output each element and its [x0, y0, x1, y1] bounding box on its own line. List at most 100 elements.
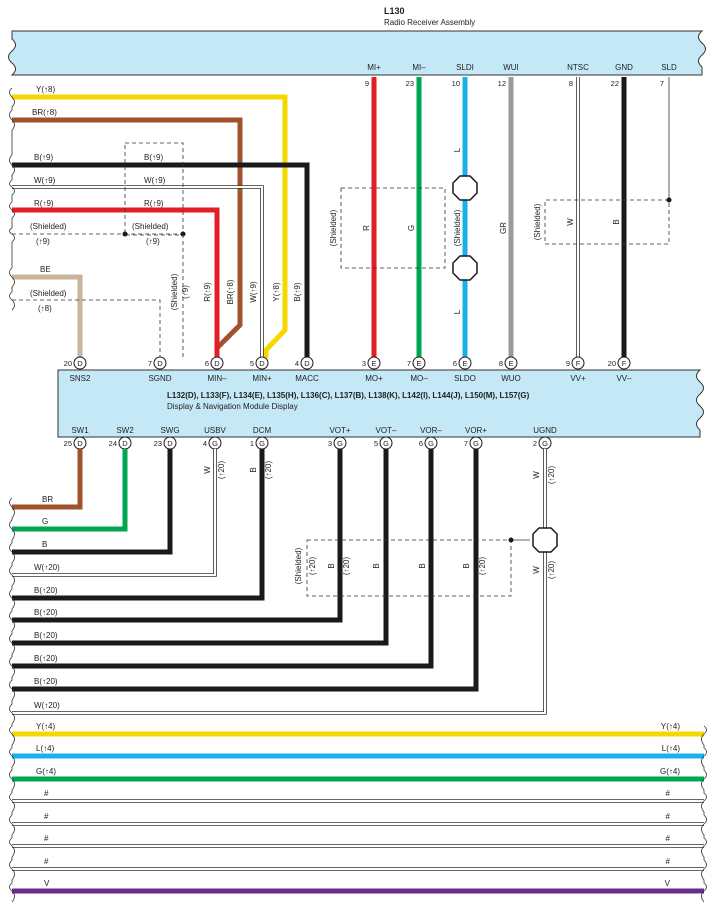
pin-conn-usbv: G: [212, 439, 218, 448]
label-r9: R(↑9): [34, 199, 54, 208]
wire-w9: [12, 186, 263, 358]
pin-circle-sgnd: [153, 356, 167, 370]
pin-name-macc: MACC: [295, 374, 319, 383]
left-bottom-labels: BR G B W(↑20) B(↑20) B(↑20) B(↑20) B(↑20…: [34, 495, 60, 710]
pin-num-wui: 12: [498, 79, 506, 88]
through-label-right: V: [665, 879, 671, 888]
label-bottom-wire: W(↑20): [34, 701, 60, 710]
label-inner-b9: B(↑9): [144, 153, 163, 162]
wire-b9: [12, 162, 310, 358]
label-ugnd-ref2: (↑20): [547, 561, 556, 580]
wire-vor-minus: [12, 449, 434, 669]
through-label-left: V: [44, 879, 50, 888]
pin-circle-wuo: [504, 356, 518, 370]
pin-num-vor-minus: 6: [419, 439, 423, 448]
left-break-marks-bottom: [9, 497, 15, 903]
label-w9: W(↑9): [34, 176, 56, 185]
wire-usbv: [12, 449, 216, 576]
pin-num-mo-plus: 3: [362, 359, 366, 368]
label-inner-r9: R(↑9): [144, 199, 164, 208]
pin-conn-vv-minus: F: [622, 359, 627, 368]
through-label-left: #: [44, 812, 49, 821]
through-label-left: G(↑4): [36, 767, 56, 776]
pin-conn-wuo: E: [508, 359, 513, 368]
label-ref9: (↑9): [36, 237, 50, 246]
label-w9-vertical: W(↑9): [249, 281, 258, 303]
label-bottom-wire: G: [42, 517, 48, 526]
label-mi-plus-color: R: [362, 225, 371, 231]
pin-name-wuo: WUO: [501, 374, 521, 383]
label-b9: B(↑9): [34, 153, 53, 162]
shield-box-bottom: [306, 539, 512, 597]
pin-name-min-plus: MIN+: [252, 374, 272, 383]
pin-conn-mo-minus: E: [416, 359, 421, 368]
label-vor-plus-b: B: [327, 563, 336, 568]
through-wires: Y(↑4) L(↑4) G(↑4) # # # # V Y(↑4) L(↑4) …: [12, 722, 704, 894]
label-bottom-wire: W(↑20): [34, 563, 60, 572]
pin-num-min-plus: 5: [250, 359, 254, 368]
through-label-right: #: [666, 812, 671, 821]
pin-conn-sw1: D: [77, 439, 83, 448]
pin-num-sld: 7: [660, 79, 664, 88]
label-ugnd-w2: W: [532, 566, 541, 574]
right-break-marks: [701, 725, 707, 903]
label-vot-plus-ref: (↑20): [342, 557, 351, 576]
through-label-left: #: [44, 857, 49, 866]
pin-num-sgnd: 7: [148, 359, 152, 368]
shield-box-ntsc: [544, 199, 670, 245]
pin-circle-sns2: [73, 356, 87, 370]
pin-name-wui: WUI: [503, 63, 519, 72]
pin-num-ugnd: 2: [533, 439, 537, 448]
label-bottom-wire: B(↑20): [34, 677, 58, 686]
pin-conn-sgnd: D: [157, 359, 163, 368]
wire-vor-plus: [12, 449, 479, 692]
label-bottom-shielded-ref: (↑20): [308, 557, 317, 576]
pin-conn-sw2: D: [122, 439, 128, 448]
label-min-minus-r9: R(↑9): [203, 282, 212, 302]
wire-dcm: [12, 449, 265, 601]
top-module-box: [8, 30, 706, 76]
pin-name-ntsc: NTSC: [567, 63, 589, 72]
top-module-code: L130: [384, 6, 405, 16]
left-break-marks-top: [9, 87, 15, 311]
pin-conn-min-plus: D: [259, 359, 265, 368]
pin-circle-min-minus: [210, 356, 224, 370]
pin-circle-min-plus: [255, 356, 269, 370]
label-ugnd-w1: W: [532, 471, 541, 479]
label-mid-shielded: (Shielded): [329, 209, 338, 246]
pin-name-sw1: SW1: [71, 426, 89, 435]
pin-name-mi-minus: MI–: [412, 63, 426, 72]
pin-conn-min-minus: D: [214, 359, 220, 368]
pin-conn-mo-plus: E: [371, 359, 376, 368]
wire-swg: [12, 449, 173, 555]
splice-sldi-lower: [452, 255, 478, 281]
pin-name-sgnd: SGND: [148, 374, 171, 383]
pin-num-ntsc: 8: [569, 79, 573, 88]
pin-num-vot-plus: 3: [328, 439, 332, 448]
splice-ugnd: [532, 527, 558, 553]
label-vot-plus-b: B: [372, 563, 381, 568]
label-bottom-wire: B: [42, 540, 47, 549]
junction-shield-left: [122, 231, 128, 237]
wire-usbv-outline: [12, 449, 217, 577]
display-module-box: [57, 369, 704, 438]
pin-name-mi-plus: MI+: [367, 63, 381, 72]
label-inner-ref9: (↑9): [146, 237, 160, 246]
label-inner-w9: W(↑9): [144, 176, 166, 185]
label-vor-plus-ref: (↑20): [478, 557, 487, 576]
pin-num-sw2: 24: [109, 439, 117, 448]
wire-sw2: [12, 449, 128, 532]
junction-sld: [666, 197, 672, 203]
pin-num-vot-minus: 5: [374, 439, 378, 448]
splice-sldi-upper: [452, 175, 478, 201]
label-y8: Y(↑8): [36, 85, 55, 94]
pin-name-sw2: SW2: [116, 426, 134, 435]
pin-name-sns2: SNS2: [70, 374, 91, 383]
label-sld-shielded: (Shielded): [453, 209, 462, 246]
label-mi-minus-color: G: [407, 225, 416, 231]
pin-num-gnd: 22: [611, 79, 619, 88]
label-sldi-l1: L: [453, 147, 462, 152]
label-wui-gr: GR: [499, 222, 508, 234]
label-usbv-w: W: [203, 466, 212, 474]
